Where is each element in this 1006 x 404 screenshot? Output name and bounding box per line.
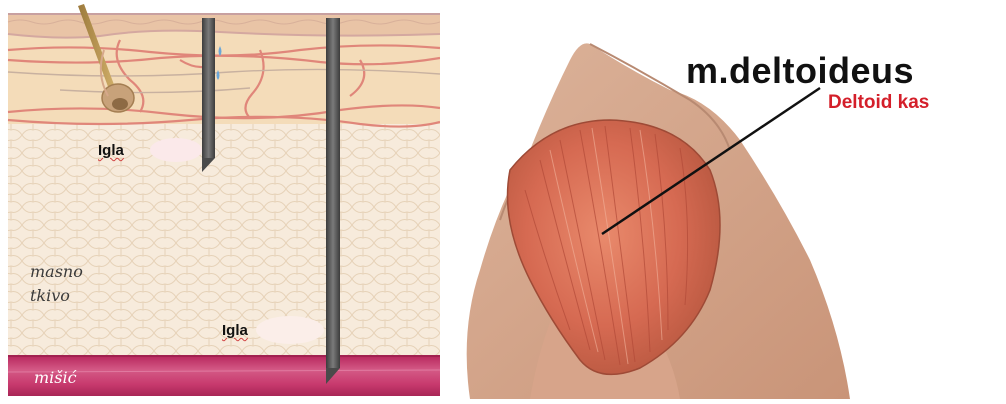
fat-tissue-label-line2: tkivo	[30, 286, 70, 305]
needle-subcutaneous	[202, 18, 215, 172]
label-backdrop	[150, 138, 202, 162]
needle-label-upper: Igla	[98, 142, 124, 159]
muscle-latin-name: m.deltoideus	[686, 50, 914, 92]
injection-depth-diagram: Igla Igla masno tkivo mišić	[0, 0, 440, 399]
needle-intramuscular	[326, 18, 340, 384]
needle-label-lower: Igla	[222, 322, 248, 339]
fat-tissue-label-line1: masno	[30, 262, 83, 281]
label-backdrop	[256, 316, 324, 344]
skin-cross-section	[0, 0, 440, 399]
muscle-layer-label: mišić	[34, 368, 77, 387]
muscle-local-name: Deltoid kas	[828, 92, 929, 114]
